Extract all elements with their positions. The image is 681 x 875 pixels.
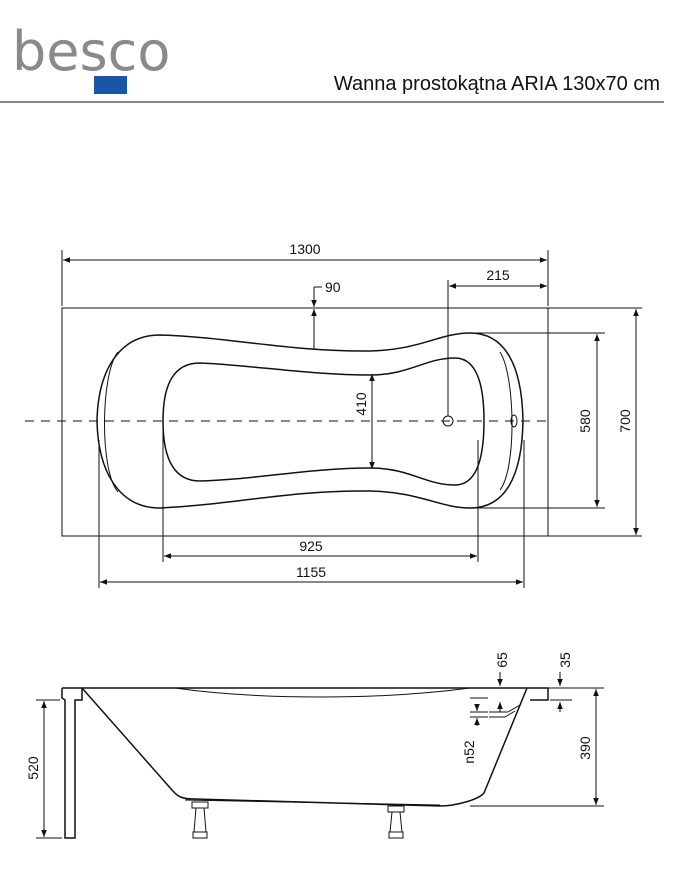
dim-depth: 390 bbox=[577, 736, 593, 760]
overflow-icon bbox=[510, 414, 518, 428]
dim-total-height: 520 bbox=[25, 756, 41, 780]
foot-right bbox=[387, 805, 405, 839]
dim-inner-width: 410 bbox=[353, 392, 369, 416]
dim-basin-width: 580 bbox=[577, 409, 593, 433]
dim-total-width: 700 bbox=[617, 409, 633, 433]
dim-overflow: 65 bbox=[494, 652, 510, 668]
side-view: 520 390 65 35 n52 bbox=[25, 652, 604, 839]
logo-accent-block bbox=[94, 76, 127, 94]
rim-outline bbox=[62, 687, 549, 701]
logo-wordmark: besco bbox=[12, 20, 170, 83]
tub-outline-top bbox=[61, 307, 549, 537]
dim-inner-length: 1155 bbox=[296, 564, 326, 580]
brand-logo: besco bbox=[12, 20, 170, 94]
basin-floor bbox=[162, 357, 485, 486]
dim-bottom-length: 925 bbox=[299, 538, 323, 554]
inner-rim-curve bbox=[174, 687, 471, 698]
end-panel bbox=[61, 688, 83, 839]
dim-drain-offset: 215 bbox=[486, 267, 510, 283]
dim-rim-offset: 90 bbox=[325, 279, 341, 295]
dim-length: 1300 bbox=[289, 241, 320, 257]
top-view: 1300 215 90 410 580 700 925 1155 bbox=[25, 241, 642, 588]
dim-drain-label: n52 bbox=[461, 740, 477, 764]
shell-line-left bbox=[104, 351, 119, 493]
overflow-pipe bbox=[489, 704, 521, 718]
shell-line-right bbox=[499, 351, 513, 491]
dim-rim-thickness: 35 bbox=[557, 652, 573, 668]
foot-left bbox=[191, 801, 209, 839]
page-title: Wanna prostokątna ARIA 130x70 cm bbox=[334, 73, 660, 95]
floor-line bbox=[184, 799, 441, 806]
